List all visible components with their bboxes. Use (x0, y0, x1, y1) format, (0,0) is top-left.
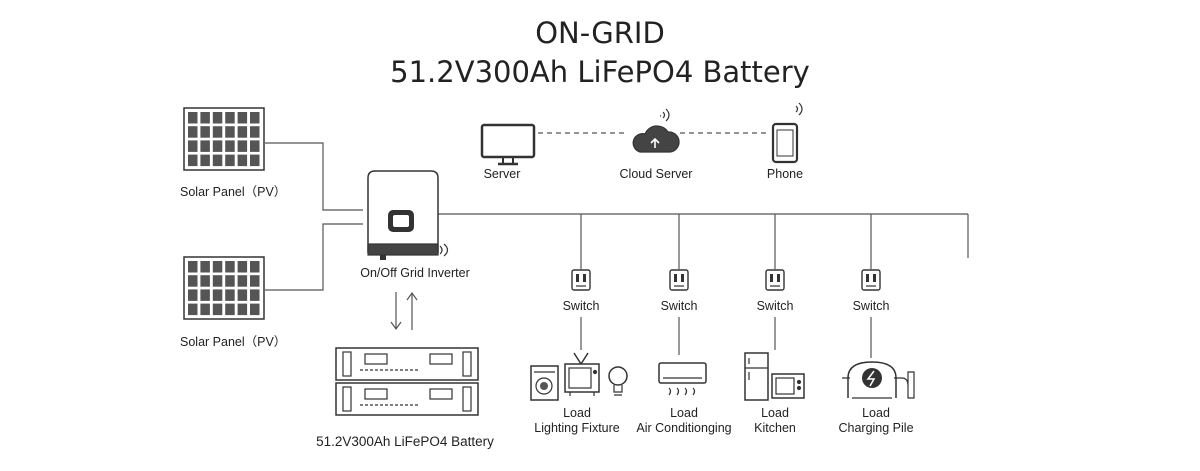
solar-cell (188, 154, 198, 167)
solar-cell (212, 289, 223, 301)
solar-cell (250, 275, 260, 287)
solar-cell (225, 289, 235, 301)
load-line2: Charging Pile (838, 421, 914, 435)
load-line1: Load (670, 406, 698, 420)
solar-cell (188, 275, 198, 287)
load-lighting-fixture: Load Lighting Fixture (534, 406, 619, 436)
load-line1: Load (761, 406, 789, 420)
solar-cell (225, 303, 235, 316)
solar-cell (188, 126, 198, 138)
load-air-conditioning: Load Air Conditionging (636, 406, 731, 436)
solar-cell (212, 140, 223, 152)
ev-charger-icon (842, 361, 915, 399)
switch-icon (571, 269, 591, 291)
wiring (265, 132, 969, 358)
inverter-icon (367, 170, 449, 260)
solar-cell (212, 126, 223, 138)
solar-cell (225, 275, 235, 287)
solar-cell (237, 303, 248, 316)
solar-cell (200, 275, 210, 287)
solar-cell (225, 140, 235, 152)
solar-cell (200, 261, 210, 273)
solar-panel-top-label: Solar Panel（PV） (180, 185, 287, 199)
tv-icon (564, 352, 600, 396)
solar-cell (250, 126, 260, 138)
solar-cell (237, 275, 248, 287)
solar-cell (250, 289, 260, 301)
fridge-icon (744, 352, 769, 401)
washing-machine-icon (530, 365, 559, 401)
cloud-icon (632, 108, 680, 153)
solar-cell (200, 126, 210, 138)
switch-label: Switch (756, 299, 794, 313)
load-line1: Load (862, 406, 890, 420)
solar-cell (188, 140, 198, 152)
title-line-2: 51.2V300Ah LiFePO4 Battery (390, 55, 810, 89)
server-label: Server (483, 167, 521, 181)
title-line-1: ON-GRID (535, 16, 665, 50)
solar-cell (250, 261, 260, 273)
solar-cell (200, 303, 210, 316)
solar-cell (188, 261, 198, 273)
solar-cell (188, 112, 198, 124)
load-line2: Air Conditionging (636, 421, 732, 435)
phone-icon (771, 102, 803, 164)
solar-cell (225, 126, 235, 138)
solar-cell (225, 112, 235, 124)
switch-label: Switch (852, 299, 890, 313)
air-conditioner-icon (658, 362, 707, 396)
solar-cell (212, 112, 223, 124)
solar-cell (212, 154, 223, 167)
solar-cell (200, 289, 210, 301)
solar-panel-icon (183, 107, 265, 171)
solar-cell (200, 154, 210, 167)
cloud-server-label: Cloud Server (619, 167, 693, 181)
bulb-icon (608, 366, 628, 396)
solar-cell (212, 261, 223, 273)
solar-cell (225, 261, 235, 273)
solar-panel-bottom-label: Solar Panel（PV） (180, 335, 287, 349)
load-line1: Load (563, 406, 591, 420)
solar-cell (237, 126, 248, 138)
switch-icon (765, 269, 785, 291)
switch-icon (861, 269, 881, 291)
solar-cell (250, 140, 260, 152)
solar-cell (212, 275, 223, 287)
solar-cell (237, 154, 248, 167)
solar-cell (188, 289, 198, 301)
load-line2: Lighting Fixture (534, 421, 620, 435)
inverter-label: On/Off Grid Inverter (360, 266, 470, 280)
phone-label: Phone (766, 167, 804, 181)
load-charging-pile: Load Charging Pile (838, 406, 913, 436)
solar-cell (237, 289, 248, 301)
solar-cell (250, 112, 260, 124)
load-line2: Kitchen (754, 421, 796, 435)
solar-cell (237, 112, 248, 124)
solar-cell (250, 303, 260, 316)
microwave-icon (771, 373, 805, 399)
battery-label: 51.2V300Ah LiFePO4 Battery (316, 434, 494, 449)
switch-icon (669, 269, 689, 291)
switch-label: Switch (562, 299, 600, 313)
solar-cell (200, 140, 210, 152)
server-icon (480, 123, 536, 166)
solar-cell (188, 303, 198, 316)
switch-label: Switch (660, 299, 698, 313)
solar-cell (237, 140, 248, 152)
solar-panel-icon (183, 256, 265, 320)
solar-cell (212, 303, 223, 316)
load-kitchen: Load Kitchen (754, 406, 796, 436)
solar-cell (200, 112, 210, 124)
solar-cell (250, 154, 260, 167)
solar-cell (225, 154, 235, 167)
battery-icon (335, 347, 479, 416)
solar-cell (237, 261, 248, 273)
